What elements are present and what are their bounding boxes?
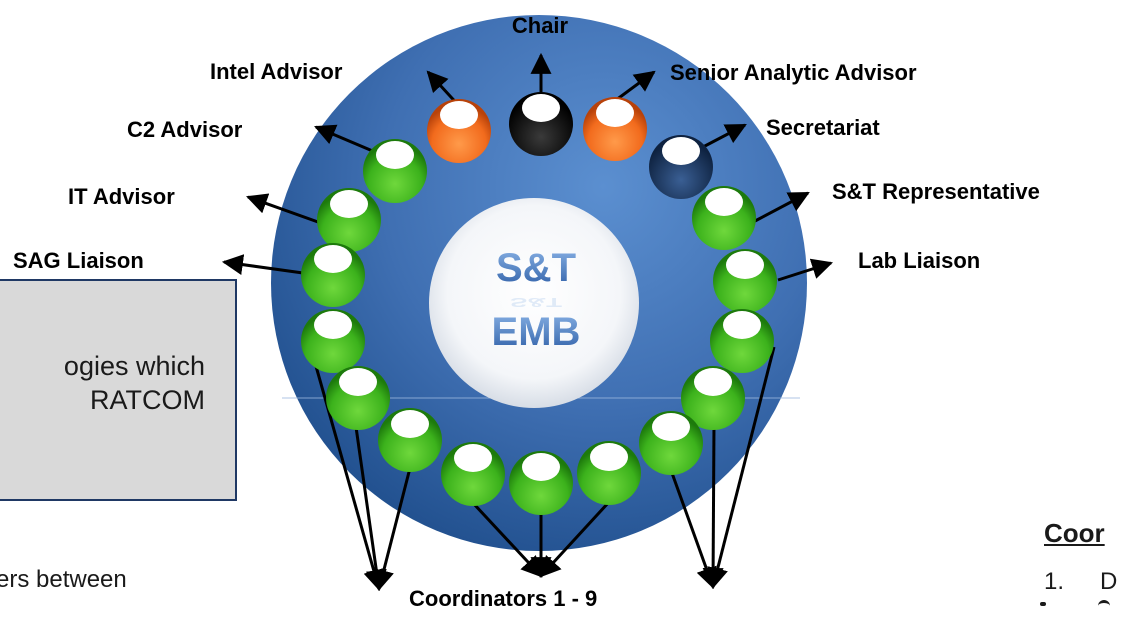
ball-st-representative [692,186,756,250]
arrow-coordinator-8 [702,422,724,590]
label-coordinators: Coordinators 1 - 9 [409,586,597,611]
coordinators-heading: Coor [1044,518,1105,548]
arrow-lab-liaison [777,258,833,282]
arrow-st-representative [754,191,810,223]
coordinators-item2-fragment [1040,602,1046,606]
box-line-1: ogies which [63,351,205,381]
center-title-reflection: S&T [510,295,563,310]
arrow-it-advisor [246,193,319,224]
coordinators-item-text: D [1100,568,1118,595]
arrow-secretariat [702,123,747,149]
label-chair: Chair [512,13,569,38]
arrow-coordinator-6 [539,500,611,578]
center-circle [429,198,639,408]
arrow-coordinator-4 [471,501,543,578]
ball-senior-analytic-advisor [583,97,647,161]
ball-coordinator-4 [441,442,505,506]
ball-coordinator-1 [301,309,365,373]
partial-text-box: ogies which RATCOM [0,279,237,501]
ball-sag-liaison [301,243,365,307]
label-intel-advisor: Intel Advisor [210,59,343,84]
ball-chair [509,92,573,156]
label-sag-liaison: SAG Liaison [13,248,144,273]
box-line-2: RATCOM [90,385,205,415]
ball-secretariat [649,135,713,199]
label-c2-advisor: C2 Advisor [127,117,243,142]
ball-coordinator-5 [509,451,573,515]
ball-intel-advisor [427,99,491,163]
label-secretariat: Secretariat [766,115,880,140]
ball-it-advisor [317,188,381,252]
ball-c2-advisor [363,139,427,203]
label-lab-liaison: Lab Liaison [858,248,980,273]
arrow-coordinator-2 [354,426,387,592]
arrow-coordinator-9 [707,346,776,590]
arrow-coordinator-7 [670,472,717,589]
ball-coordinator-7 [639,411,703,475]
coordinators-item-number: 1. [1044,568,1065,595]
label-senior-analytic-advisor: Senior Analytic Advisor [670,60,917,85]
ball-coordinator-3 [378,408,442,472]
ball-coordinator-2 [326,366,390,430]
arrow-sag-liaison [221,254,304,276]
arrow-coordinator-1 [308,344,384,592]
label-it-advisor: IT Advisor [68,184,175,209]
arrow-coordinator-3 [373,467,412,592]
label-st-representative: S&T Representative [832,179,1040,204]
ball-coordinator-9 [710,309,774,373]
ball-coordinator-6 [577,441,641,505]
bottom-left-text: ers between [0,566,127,593]
coordinators-item2-text-fragment [1098,600,1110,608]
arrows [221,52,833,592]
arrow-c2-advisor [314,124,376,154]
center-title-line2: EMB [492,310,581,354]
ball-coordinator-8 [681,366,745,430]
member-balls [301,92,777,515]
center-title-line1: S&T [496,246,576,290]
ball-lab-liaison [713,249,777,313]
